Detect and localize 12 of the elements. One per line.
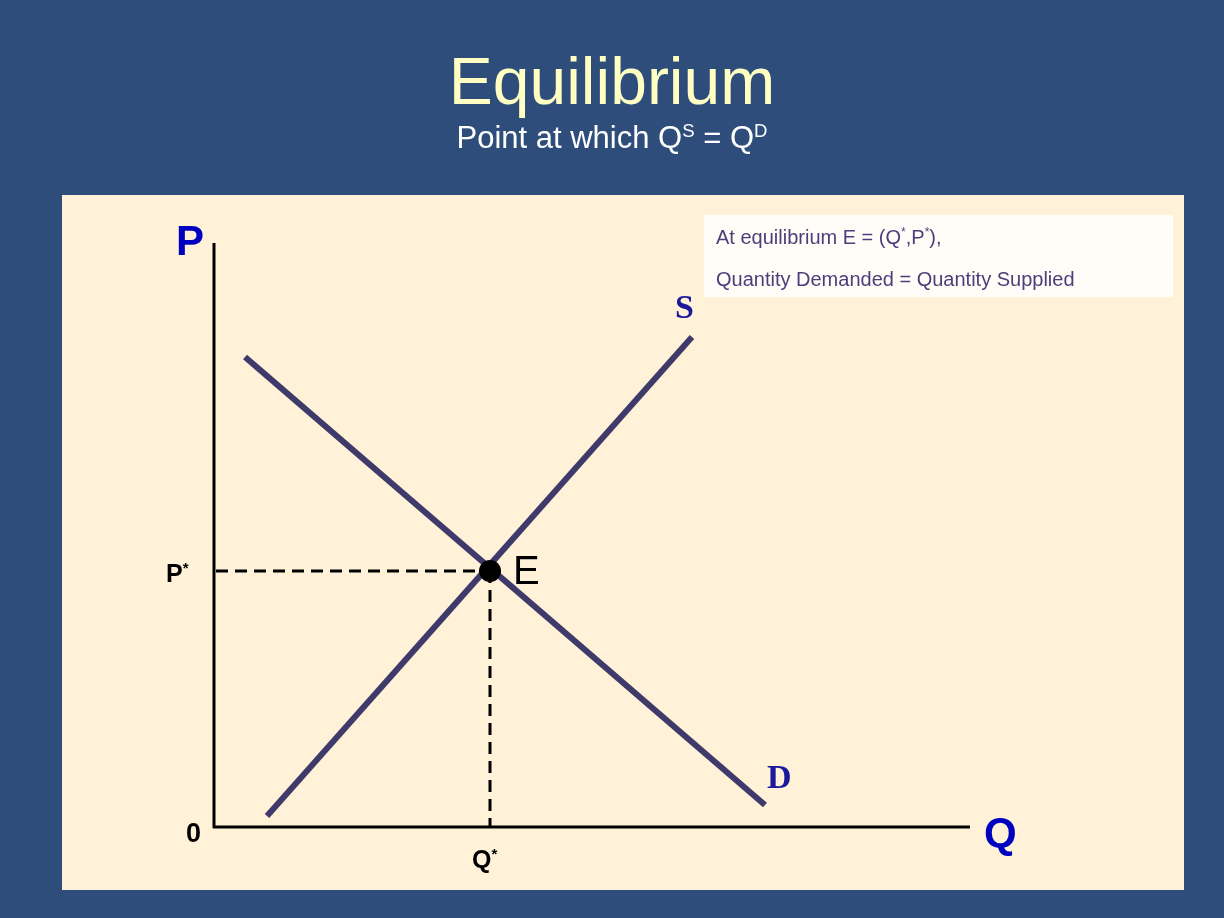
note-text: At equilibrium E = (Q$^{*}$,P$^{*}$),: [716, 225, 943, 249]
axis-tick-label: P$^{*}$: [166, 560, 189, 587]
origin-label: 0: [186, 820, 202, 847]
axis-tick-label: Q$^{*}$: [472, 846, 498, 873]
axis-label: Q: [984, 812, 1017, 854]
axis-label: P: [176, 220, 204, 262]
note-box: [704, 215, 1173, 297]
subtitle: Point at which Q$^{S}$ = Q$^{D}$: [455, 122, 769, 154]
point-label: E: [513, 550, 540, 590]
note-text: Quantity Demanded = Quantity Supplied: [716, 267, 1076, 291]
curve-label: S: [675, 290, 694, 324]
curve-label: D: [767, 760, 792, 794]
